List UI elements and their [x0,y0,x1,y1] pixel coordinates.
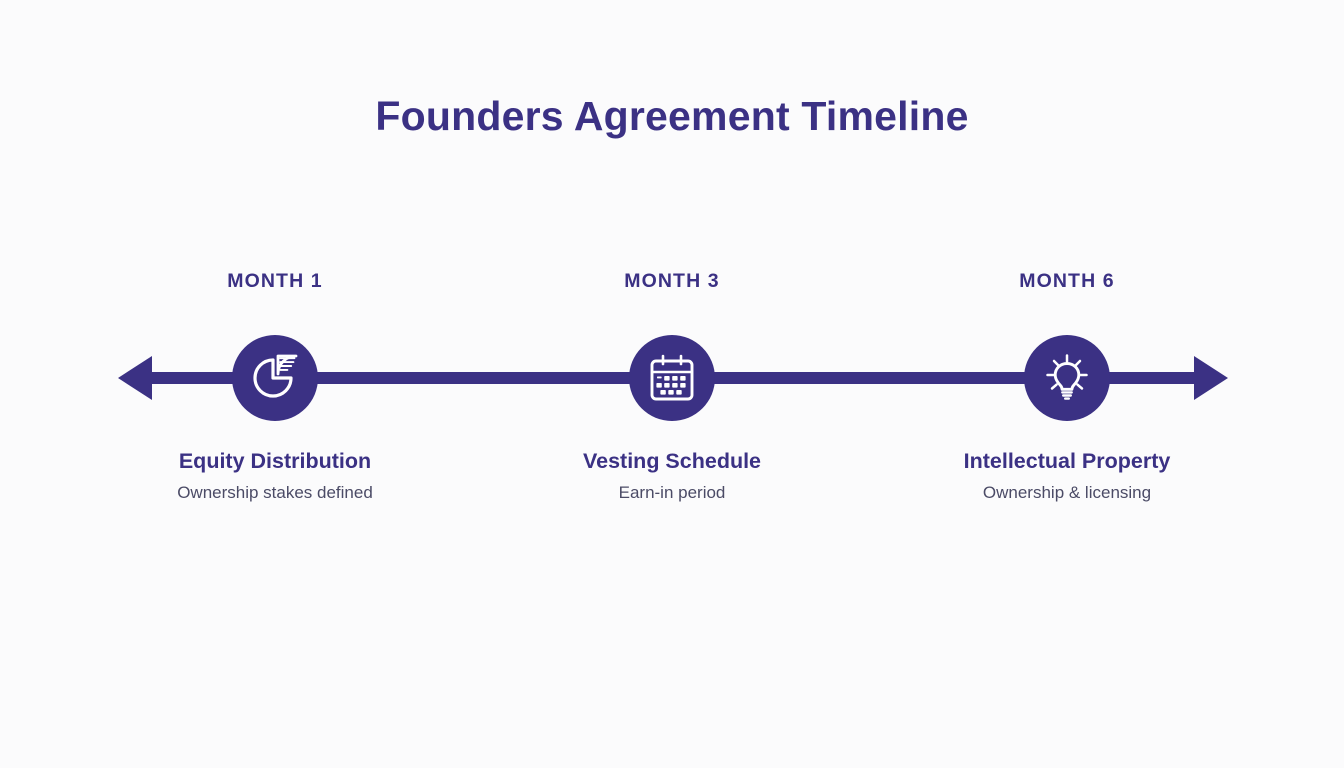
pie-chart-icon [253,354,298,398]
milestone-description: Ownership & licensing [982,483,1152,502]
calendar-icon [650,354,694,401]
milestone-node[interactable] [232,335,318,421]
milestone-3[interactable]: MONTH 6 [917,270,1217,520]
milestone-1[interactable]: MONTH 1 Equity Distribution Ownership st… [125,270,425,520]
milestone-node[interactable] [1024,335,1110,421]
milestone-period: MONTH 3 [624,270,720,292]
milestone-title: Vesting Schedule [582,449,762,473]
page-title: Founders Agreement Timeline [375,93,969,139]
milestone-title: Equity Distribution [178,449,372,473]
lightbulb-icon [1046,354,1088,400]
milestone-title: Intellectual Property [963,449,1171,473]
arrow-left-icon [118,356,152,400]
arrow-right-icon [1194,356,1228,400]
milestone-description: Earn-in period [618,483,726,502]
milestone-node[interactable] [629,335,715,421]
milestone-description: Ownership stakes defined [177,483,373,502]
milestone-period: MONTH 1 [227,270,323,292]
milestone-2[interactable]: MONTH 3 [522,270,822,520]
milestone-period: MONTH 6 [1019,270,1115,292]
